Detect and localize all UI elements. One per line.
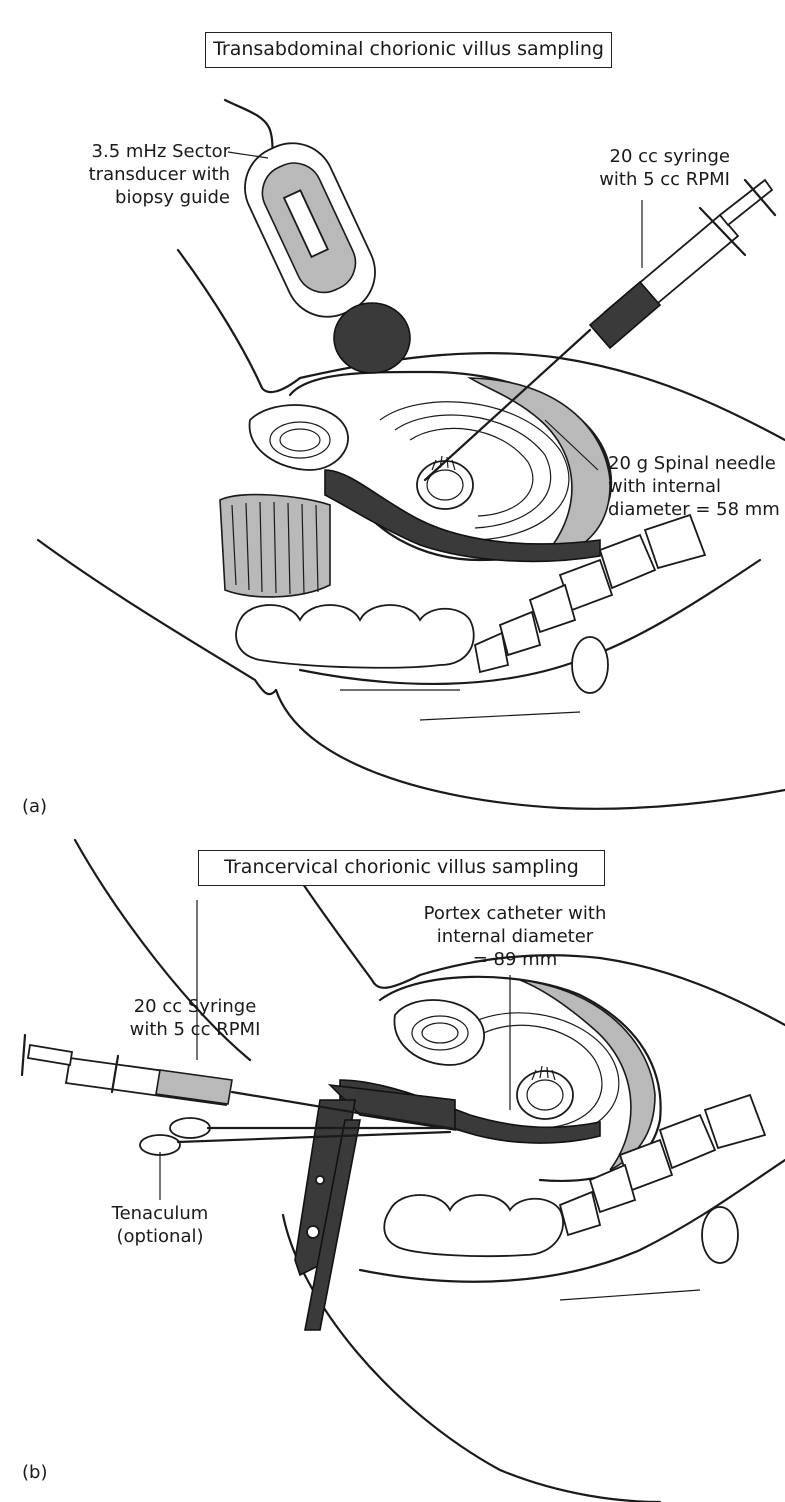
ultrasound-transducer-icon: [225, 100, 410, 373]
pelvic-bone: [702, 1207, 738, 1263]
panel-a-title: Transabdominal chorionic villus sampling: [205, 32, 612, 68]
lower-body-outline: [276, 690, 785, 809]
bladder: [250, 405, 349, 470]
needle-label: 20 g Spinal needle with internal diamete…: [608, 452, 784, 521]
panel-b-transcervical: Trancervical chorionic villus sampling P…: [0, 830, 785, 1502]
lower-body-outline: [283, 1215, 660, 1502]
panel-a-transabdominal: Transabdominal chorionic villus sampling…: [0, 0, 785, 830]
catheter-label: Portex catheter with internal diameter =…: [400, 902, 630, 971]
transducer-label: 3.5 mHz Sector transducer with biopsy gu…: [40, 140, 230, 209]
tenaculum-icon: [140, 1118, 450, 1155]
transabdominal-illustration: [0, 0, 785, 830]
pelvic-bone: [572, 637, 608, 693]
gestational-sac: [417, 461, 473, 509]
panel-b-letter: (b): [22, 1462, 47, 1483]
transcervical-illustration: [0, 830, 785, 1502]
panel-a-letter: (a): [22, 796, 47, 817]
panel-b-title: Trancervical chorionic villus sampling: [198, 850, 605, 886]
syringe-icon: [425, 180, 775, 480]
syringe-label: 20 cc syringe with 5 cc RPMI: [520, 145, 730, 191]
bowel-loops: [236, 605, 474, 668]
sacrum-vertebrae: [560, 1095, 765, 1235]
placenta-region: [470, 378, 610, 560]
tenaculum-label: Tenaculum (optional): [80, 1202, 240, 1248]
bladder: [394, 1000, 484, 1065]
bowel-loops: [384, 1195, 563, 1256]
gestational-sac: [517, 1071, 573, 1119]
syringe-label: 20 cc Syringe with 5 cc RPMI: [100, 995, 290, 1041]
